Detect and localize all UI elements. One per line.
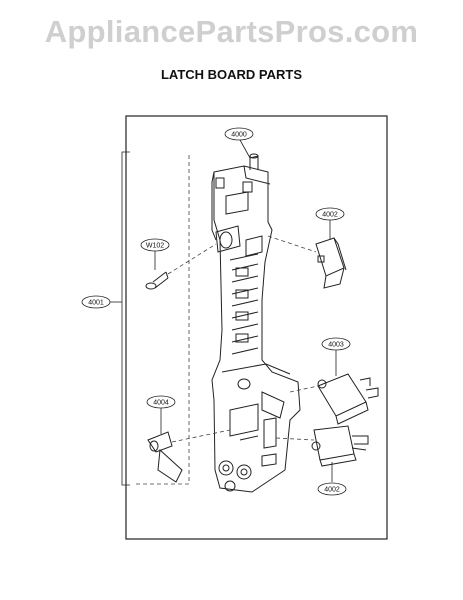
micro-switch-4002-bottom bbox=[311, 425, 369, 467]
micro-switch-4003 bbox=[317, 373, 379, 425]
callout-label-4000: 4000 bbox=[231, 132, 247, 139]
assembly-dashed-outline bbox=[135, 155, 190, 485]
callout-label-4003: 4003 bbox=[328, 342, 344, 349]
callout-oval-4001 bbox=[81, 295, 111, 309]
callout-oval-4002-bottom bbox=[317, 482, 347, 496]
dashed-4004 bbox=[171, 429, 231, 443]
diagram-frame bbox=[125, 115, 388, 540]
dashed-4002-bottom bbox=[275, 437, 315, 441]
callout-oval-4004 bbox=[146, 395, 176, 409]
dashed-W102-to-board bbox=[167, 243, 217, 275]
diagram-title: LATCH BOARD PARTS bbox=[160, 67, 303, 82]
latch-board-4000 bbox=[211, 153, 301, 493]
dashed-4002-top bbox=[267, 235, 317, 253]
micro-switch-4002-top bbox=[315, 237, 347, 289]
screw-W102 bbox=[145, 271, 169, 290]
bracket-4001 bbox=[121, 151, 130, 486]
callout-oval-4003 bbox=[321, 337, 351, 351]
leader-4000 bbox=[239, 139, 251, 159]
site-watermark: AppliancePartsPros.com bbox=[44, 14, 419, 49]
dashed-4003 bbox=[289, 385, 319, 393]
callout-label-W102: W102 bbox=[146, 243, 164, 250]
callout-oval-4002-top bbox=[315, 207, 345, 221]
callout-oval-4000 bbox=[224, 127, 254, 141]
callout-label-4002-bottom: 4002 bbox=[324, 487, 340, 494]
callout-oval-W102 bbox=[140, 238, 170, 252]
callout-label-4001: 4001 bbox=[88, 300, 104, 307]
latch-lever-4004 bbox=[147, 431, 183, 483]
callout-label-4004: 4004 bbox=[153, 400, 169, 407]
callout-label-4002-top: 4002 bbox=[322, 212, 338, 219]
